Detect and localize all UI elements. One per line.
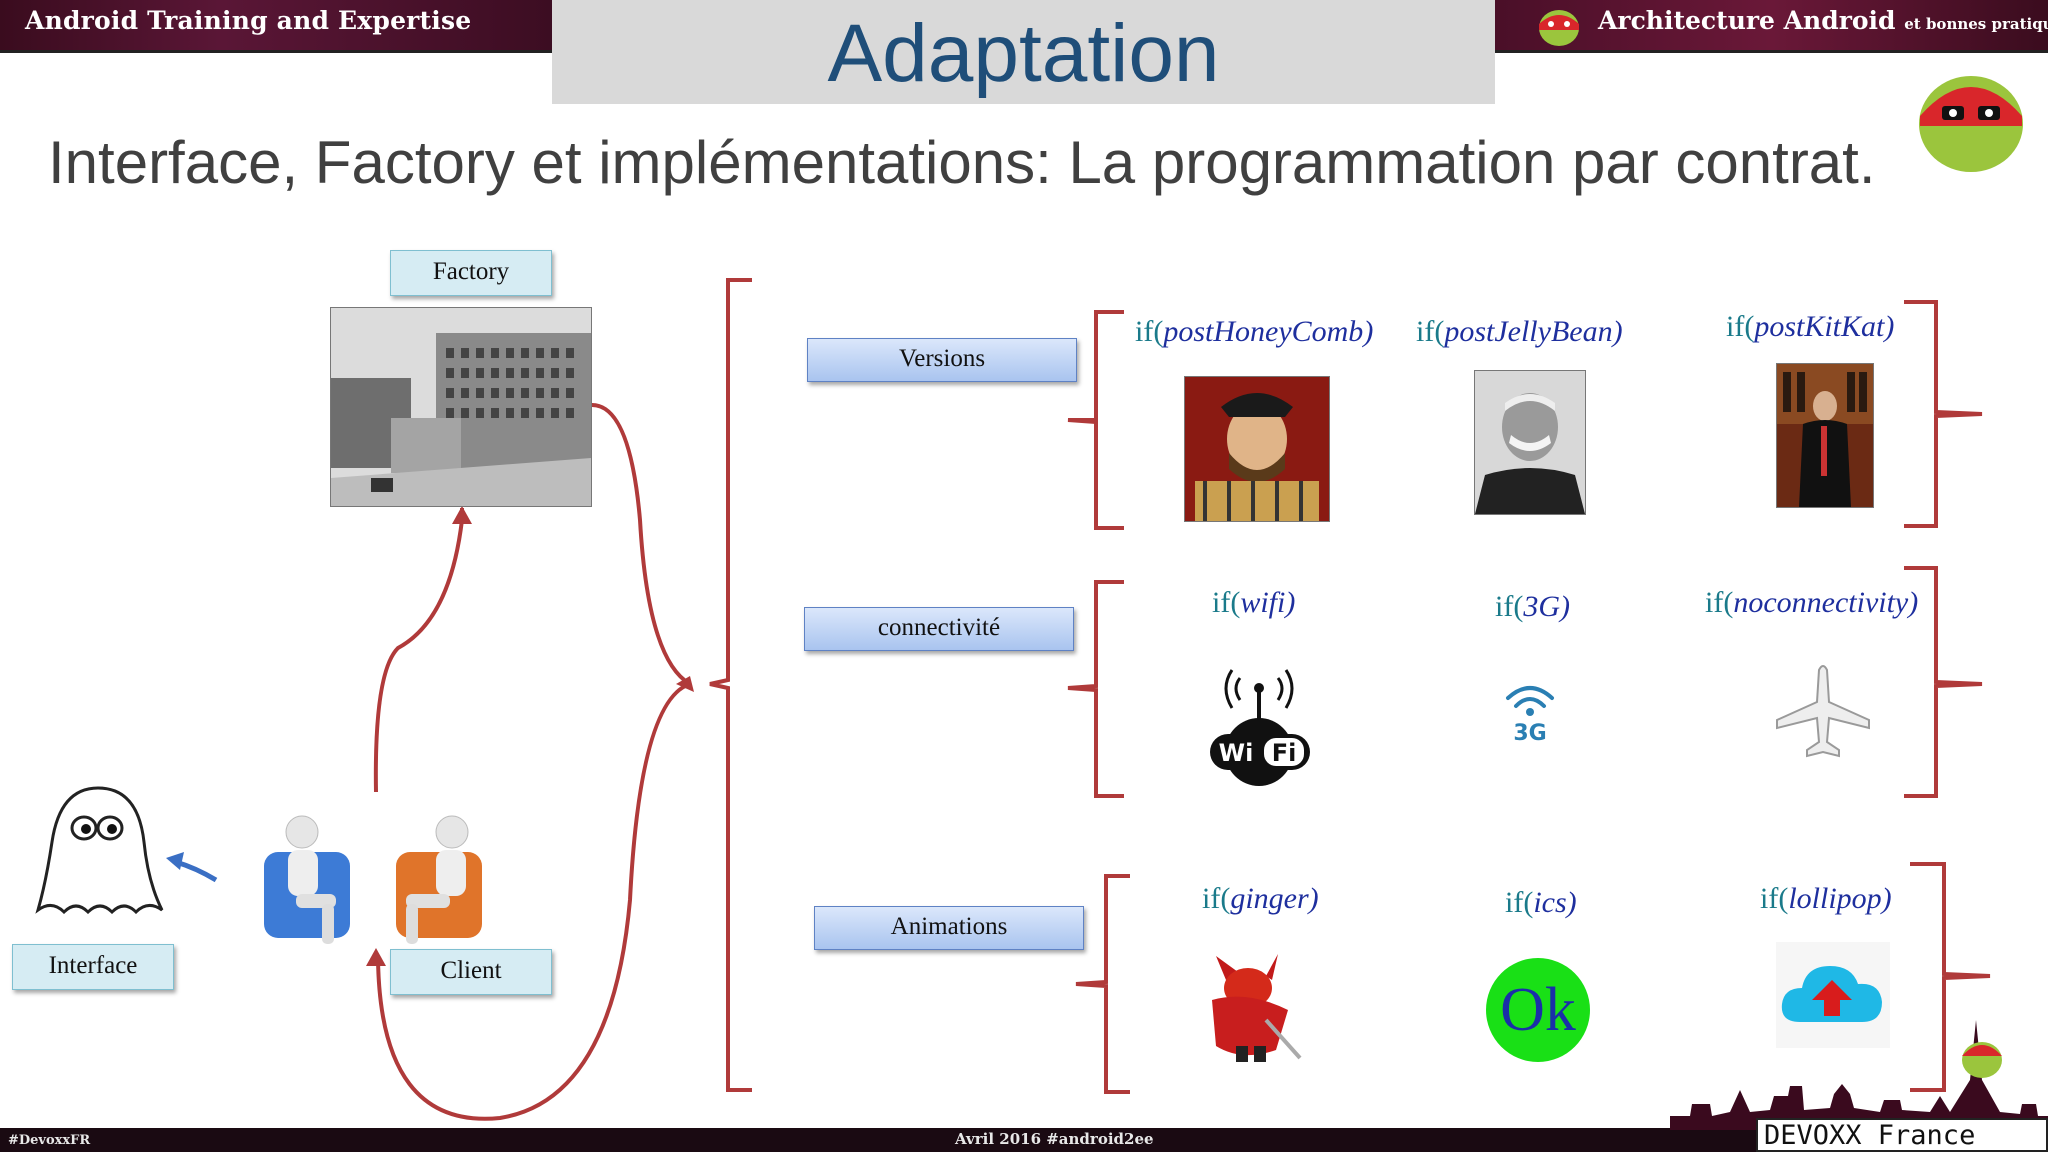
devoxx-france-logo: DEVOXX France [1756, 1118, 2048, 1152]
airplane-icon [1775, 662, 1871, 758]
title-box [552, 0, 1495, 104]
red-cat-character-image [1196, 950, 1306, 1066]
footer-bar [0, 1128, 2048, 1152]
versions-right-brace [1904, 300, 1983, 528]
svg-text:Wi: Wi [1219, 739, 1254, 767]
interface-label: Interface [12, 944, 174, 990]
android-logo-icon [1535, 2, 1583, 48]
cond-post-honeycomb: if(postHoneyComb) [1135, 315, 1374, 348]
cond-post-kitkat: if(postKitKat) [1726, 310, 1895, 343]
main-brace [709, 278, 752, 1092]
client-figures-image [256, 810, 496, 950]
client-label: Client [390, 949, 552, 995]
cond-wifi: if(wifi) [1212, 586, 1296, 619]
factory-label: Factory [390, 250, 552, 296]
client-to-factory-curve [373, 508, 464, 793]
header-banner-left [0, 0, 552, 53]
portrait-francois-image [1184, 376, 1330, 522]
animations-right-brace [1910, 862, 1991, 1092]
cond-noconnectivity: if(noconnectivity) [1705, 586, 1919, 619]
cond-ginger: if(ginger) [1202, 882, 1319, 915]
footer-hashtag: #DevoxxFR [8, 1133, 91, 1148]
android-robot-icon [1912, 58, 2030, 176]
category-versions: Versions [807, 338, 1077, 382]
factory-to-brace-curve [591, 403, 692, 686]
slide-title: Adaptation [827, 8, 1220, 99]
wifi-icon: Wi Fi [1204, 656, 1314, 788]
cloud-upload-icon [1776, 942, 1890, 1048]
svg-text:Fi: Fi [1272, 739, 1297, 767]
portrait-de-gaulle-image [1776, 363, 1874, 508]
signal-3g-icon: 3G [1500, 680, 1560, 746]
factory-building-image [330, 307, 592, 507]
cond-lollipop: if(lollipop) [1760, 882, 1892, 915]
header-left-text: Android Training and Expertise [25, 6, 472, 35]
header-right-text: Architecture Android et bonnes pratiques [1598, 6, 2048, 35]
category-connectivite: connectivité [804, 607, 1074, 651]
cond-ics: if(ics) [1505, 886, 1577, 919]
cond-post-jellybean: if(postJellyBean) [1416, 315, 1623, 348]
footer-center: Avril 2016 #android2ee [955, 1130, 1154, 1148]
paris-skyline-image [1670, 1020, 2048, 1130]
client-loop-curve [376, 682, 691, 1121]
versions-left-brace [1067, 310, 1124, 530]
portrait-clemenceau-image [1474, 370, 1586, 515]
ghost-icon [28, 782, 168, 922]
category-animations: Animations [814, 906, 1084, 950]
animations-left-brace [1075, 874, 1130, 1094]
svg-text:3G: 3G [1513, 721, 1546, 746]
ok-circle-icon: Ok [1486, 958, 1590, 1062]
connectivity-right-brace [1904, 566, 1983, 798]
header-banner-right [1495, 0, 2048, 53]
cond-3g: if(3G) [1495, 590, 1570, 623]
connectivity-left-brace [1067, 580, 1124, 798]
slide-subtitle: Interface, Factory et implémentations: L… [48, 129, 1876, 196]
